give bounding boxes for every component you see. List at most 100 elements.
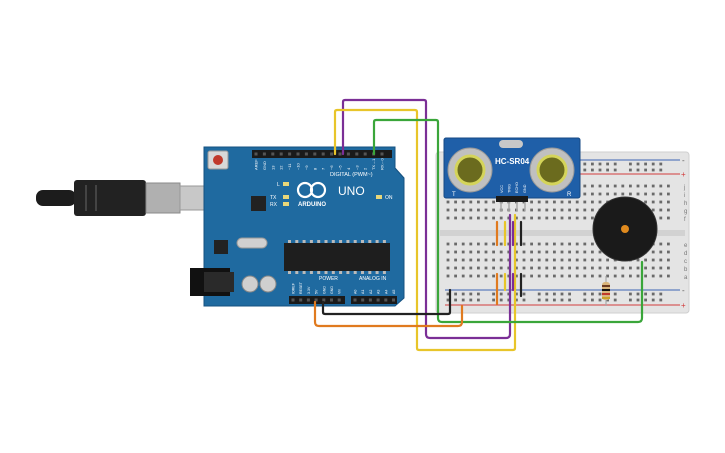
rail-hole[interactable]: [454, 292, 457, 296]
breadboard-hole[interactable]: [598, 266, 602, 270]
breadboard-hole[interactable]: [575, 250, 579, 254]
breadboard-hole[interactable]: [613, 258, 617, 262]
breadboard-hole[interactable]: [499, 250, 503, 254]
breadboard-hole[interactable]: [606, 258, 609, 262]
breadboard-hole[interactable]: [583, 200, 587, 204]
breadboard-hole[interactable]: [499, 242, 503, 246]
breadboard-hole[interactable]: [583, 250, 587, 254]
digital-pin[interactable]: [304, 152, 308, 156]
breadboard-hole[interactable]: [568, 266, 571, 270]
digital-pin[interactable]: [355, 152, 359, 156]
power-pin[interactable]: [291, 298, 295, 302]
rail-hole[interactable]: [492, 292, 495, 296]
digital-pin[interactable]: [279, 152, 283, 156]
breadboard-hole[interactable]: [454, 250, 457, 254]
breadboard-hole[interactable]: [469, 250, 473, 254]
breadboard-hole[interactable]: [606, 192, 609, 196]
rail-hole[interactable]: [446, 298, 450, 302]
breadboard-hole[interactable]: [621, 274, 625, 278]
breadboard-hole[interactable]: [484, 200, 488, 204]
breadboard-hole[interactable]: [515, 216, 518, 220]
breadboard-hole[interactable]: [583, 184, 587, 188]
rail-hole[interactable]: [644, 168, 647, 172]
breadboard-hole[interactable]: [522, 216, 526, 220]
breadboard-hole[interactable]: [598, 192, 602, 196]
breadboard-hole[interactable]: [598, 200, 602, 204]
breadboard-hole[interactable]: [499, 274, 503, 278]
breadboard-hole[interactable]: [492, 216, 495, 220]
digital-pin[interactable]: [313, 152, 317, 156]
rail-hole[interactable]: [492, 298, 495, 302]
rail-hole[interactable]: [629, 162, 632, 166]
analog-pin[interactable]: [376, 298, 380, 302]
analog-pin[interactable]: [368, 298, 372, 302]
rail-hole[interactable]: [568, 298, 571, 302]
rail-hole[interactable]: [553, 298, 556, 302]
breadboard-hole[interactable]: [560, 242, 564, 246]
breadboard-hole[interactable]: [537, 274, 541, 278]
breadboard-hole[interactable]: [591, 266, 594, 270]
breadboard-hole[interactable]: [492, 258, 495, 262]
breadboard-hole[interactable]: [545, 216, 549, 220]
rail-hole[interactable]: [636, 298, 640, 302]
breadboard-hole[interactable]: [575, 258, 579, 262]
breadboard-hole[interactable]: [591, 208, 594, 212]
rail-hole[interactable]: [461, 298, 465, 302]
breadboard-hole[interactable]: [446, 208, 450, 212]
rail-hole[interactable]: [629, 168, 632, 172]
breadboard-hole[interactable]: [553, 274, 556, 278]
digital-pin[interactable]: [346, 152, 350, 156]
breadboard-hole[interactable]: [591, 250, 594, 254]
breadboard-hole[interactable]: [644, 192, 647, 196]
breadboard-hole[interactable]: [469, 258, 473, 262]
breadboard-hole[interactable]: [591, 258, 594, 262]
breadboard-hole[interactable]: [568, 250, 571, 254]
breadboard-hole[interactable]: [575, 274, 579, 278]
breadboard-hole[interactable]: [575, 242, 579, 246]
breadboard-hole[interactable]: [568, 274, 571, 278]
breadboard-hole[interactable]: [636, 258, 640, 262]
breadboard-hole[interactable]: [545, 266, 549, 270]
breadboard-hole[interactable]: [499, 216, 503, 220]
breadboard-hole[interactable]: [644, 274, 647, 278]
breadboard-hole[interactable]: [499, 266, 503, 270]
breadboard-hole[interactable]: [575, 266, 579, 270]
rail-hole[interactable]: [454, 298, 457, 302]
breadboard-hole[interactable]: [515, 258, 518, 262]
breadboard-hole[interactable]: [446, 250, 450, 254]
digital-pin[interactable]: [296, 152, 300, 156]
digital-pin[interactable]: [254, 152, 258, 156]
power-pin[interactable]: [299, 298, 303, 302]
breadboard-hole[interactable]: [454, 216, 457, 220]
breadboard-hole[interactable]: [598, 250, 602, 254]
breadboard-hole[interactable]: [454, 208, 457, 212]
breadboard-hole[interactable]: [477, 266, 480, 270]
breadboard-hole[interactable]: [454, 200, 457, 204]
breadboard-hole[interactable]: [454, 258, 457, 262]
breadboard-hole[interactable]: [469, 266, 473, 270]
breadboard-hole[interactable]: [613, 184, 617, 188]
breadboard-hole[interactable]: [530, 242, 533, 246]
breadboard-hole[interactable]: [484, 242, 488, 246]
rail-hole[interactable]: [644, 162, 647, 166]
rail-hole[interactable]: [651, 292, 655, 296]
breadboard-hole[interactable]: [575, 216, 579, 220]
breadboard-hole[interactable]: [667, 274, 670, 278]
breadboard-hole[interactable]: [553, 208, 556, 212]
breadboard-hole[interactable]: [446, 258, 450, 262]
digital-pin[interactable]: [321, 152, 325, 156]
breadboard-hole[interactable]: [515, 274, 518, 278]
breadboard-hole[interactable]: [446, 266, 450, 270]
digital-pin[interactable]: [338, 152, 342, 156]
power-pin[interactable]: [306, 298, 310, 302]
breadboard-hole[interactable]: [636, 184, 640, 188]
breadboard-hole[interactable]: [667, 184, 670, 188]
breadboard-hole[interactable]: [606, 274, 609, 278]
breadboard-hole[interactable]: [560, 258, 564, 262]
breadboard-hole[interactable]: [636, 266, 640, 270]
breadboard-hole[interactable]: [583, 242, 587, 246]
rail-hole[interactable]: [606, 168, 609, 172]
rail-hole[interactable]: [636, 292, 640, 296]
rail-hole[interactable]: [659, 292, 663, 296]
